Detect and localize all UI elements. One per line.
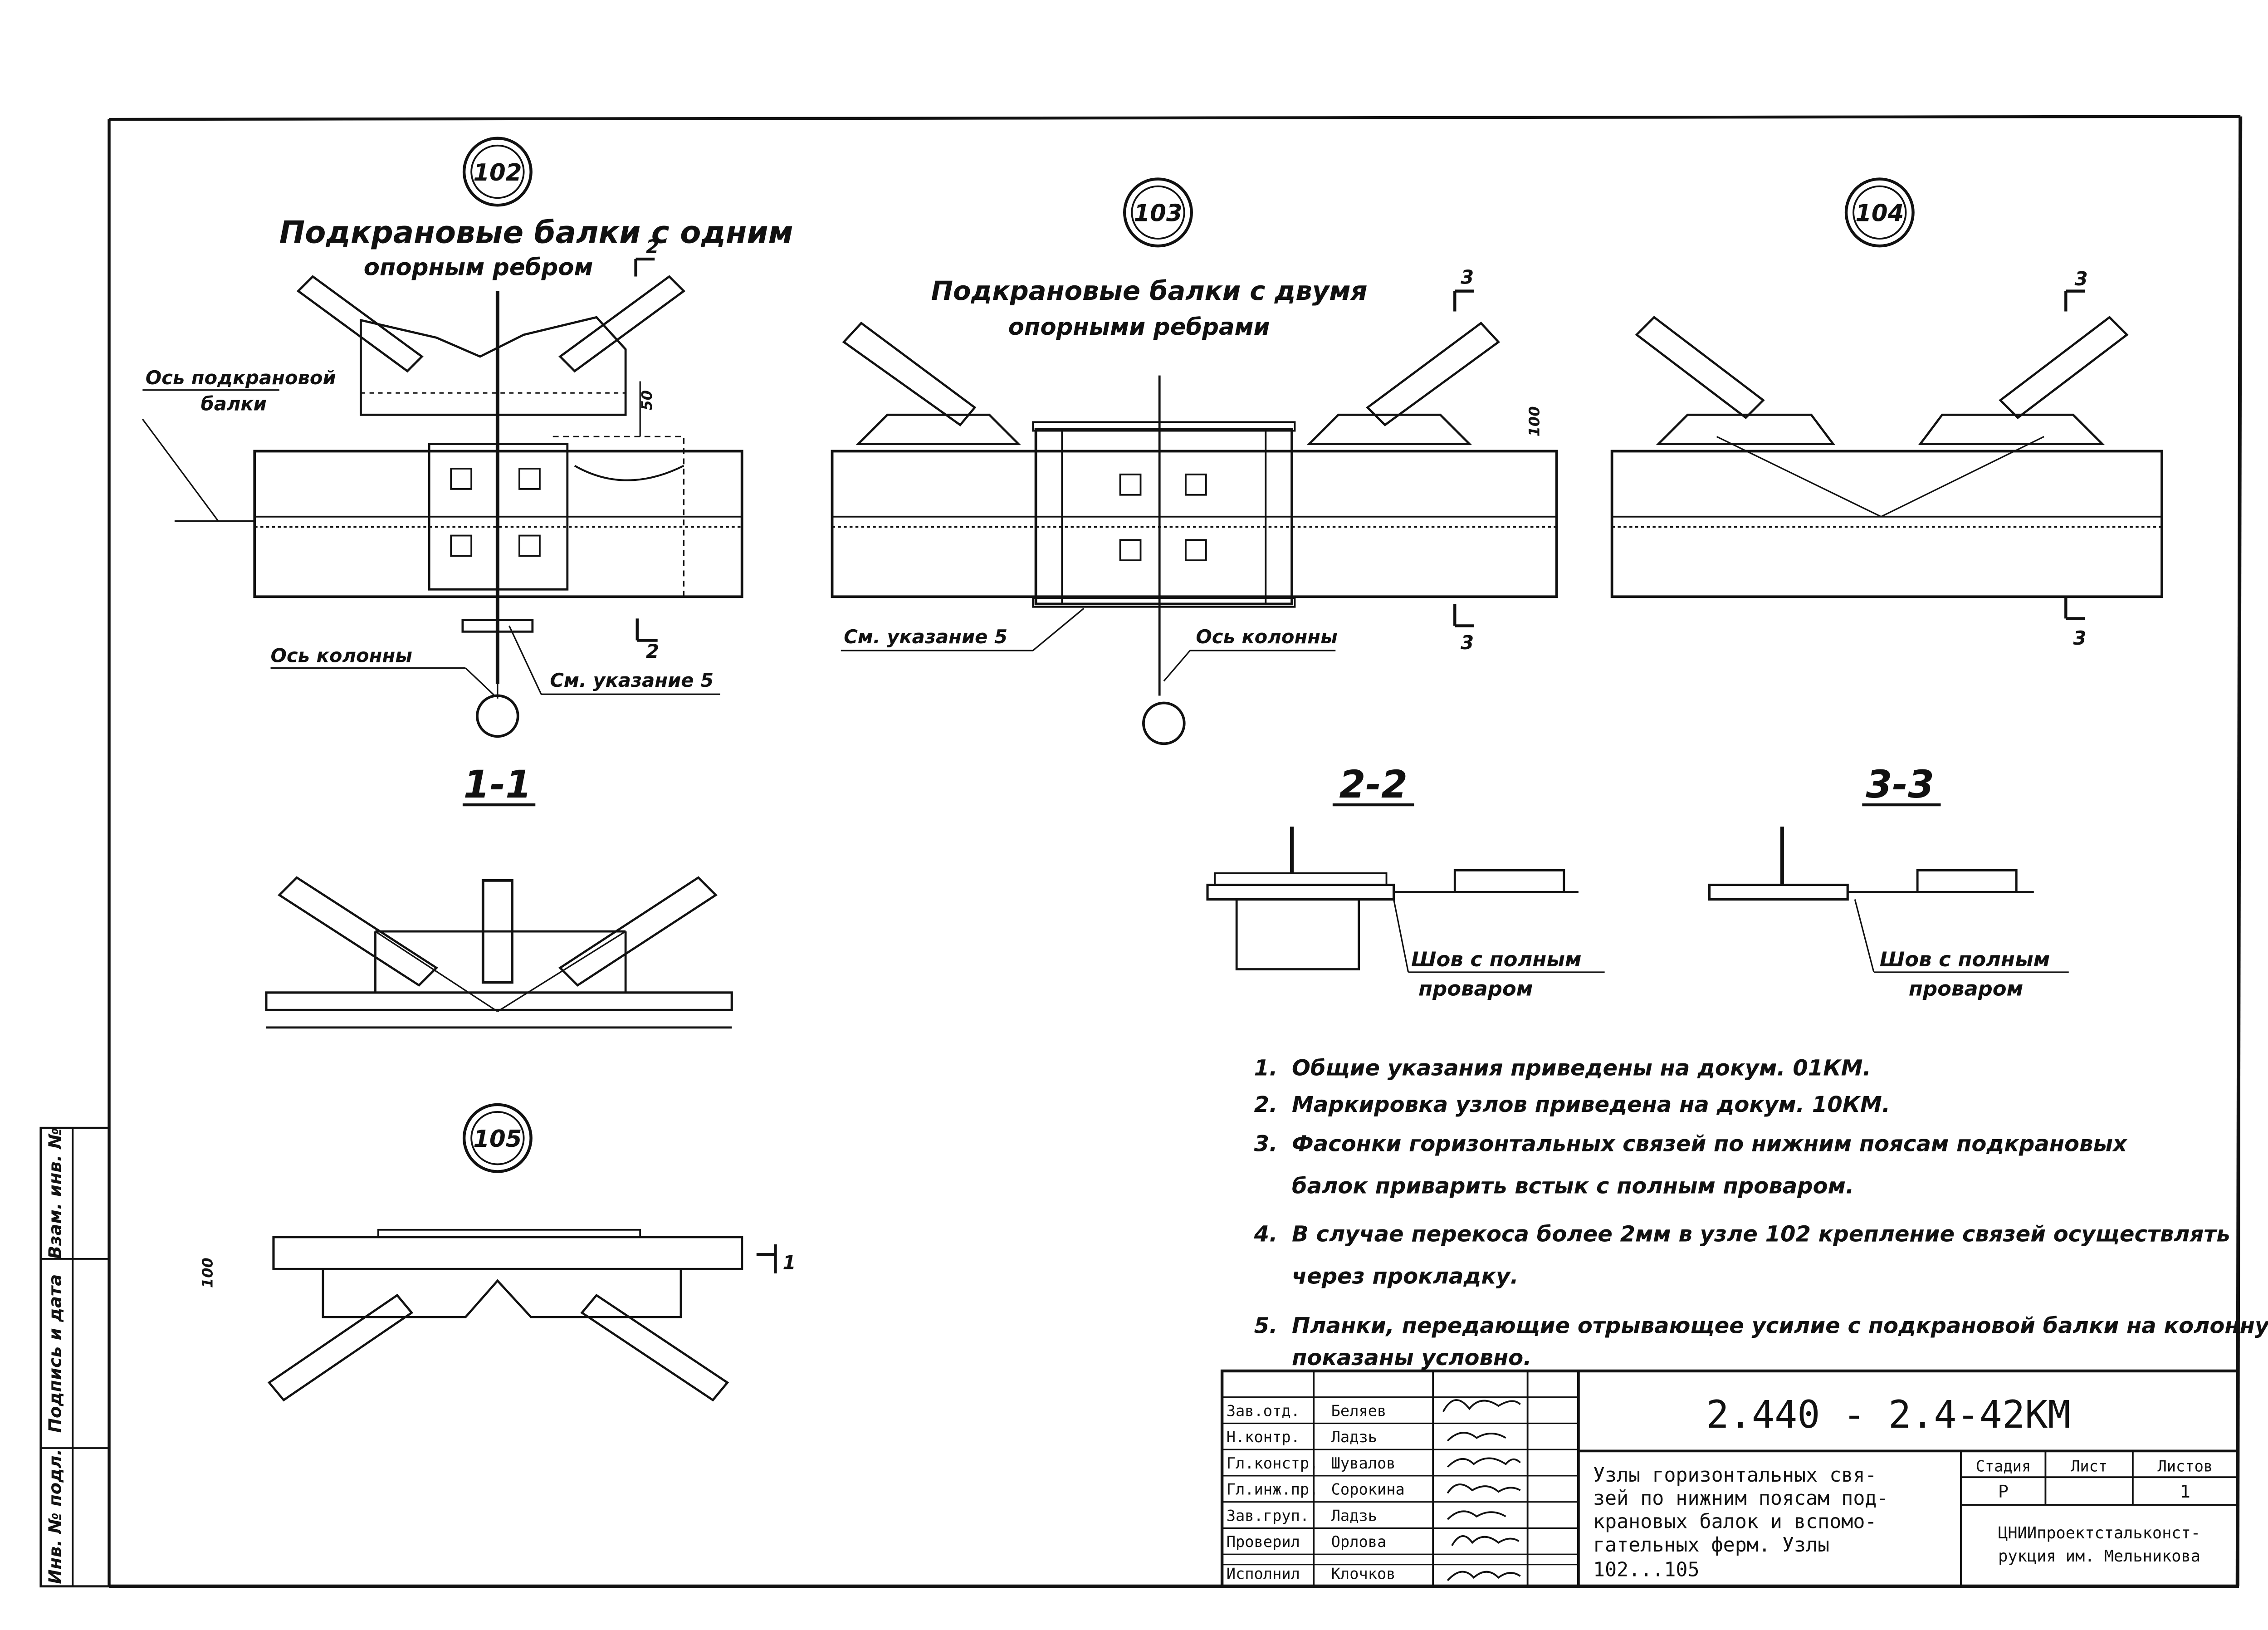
note-2-num: 2. bbox=[1254, 1092, 1278, 1117]
section-3-3-drawing: 3-3 Шов с полным проваром bbox=[1708, 763, 2069, 1000]
section-2-2-title: 2-2 bbox=[1339, 763, 1408, 807]
cut-1-label-105: 1 bbox=[783, 1251, 796, 1273]
see-note-102: См. указание 5 bbox=[550, 669, 714, 691]
section-2-2-drawing: 2-2 Шов с полным проваром bbox=[1206, 763, 1605, 1000]
general-notes: 1. Общие указания приведены на докум. 01… bbox=[1254, 1056, 2268, 1371]
signature-name-4: Сорокина bbox=[1331, 1481, 1405, 1498]
note-1-num: 1. bbox=[1254, 1056, 1278, 1081]
signature-name-5: Ладзь bbox=[1331, 1507, 1377, 1524]
signature-role-6: Проверил bbox=[1227, 1533, 1300, 1551]
note-5-text-line2: показаны условно. bbox=[1292, 1345, 1531, 1371]
note-3-text-line2: балок приварить встык с полным проваром. bbox=[1292, 1174, 1854, 1199]
note-3-text-line1: Фасонки горизонтальных связей по нижним … bbox=[1292, 1131, 2128, 1157]
weld-3-3-line1: Шов с полным bbox=[1880, 947, 2050, 971]
cut-3-bottom-label-103: 3 bbox=[1461, 631, 1474, 654]
signature-role-4: Гл.инж.пр. bbox=[1227, 1481, 1319, 1498]
note-5-num: 5. bbox=[1254, 1313, 1278, 1339]
weld-2-2-line1: Шов с полным bbox=[1411, 947, 1582, 971]
signature-name-3: Шувалов bbox=[1331, 1454, 1396, 1472]
drawing-title-line5: 102...105 bbox=[1593, 1558, 1700, 1581]
section-1-1-title: 1-1 bbox=[464, 763, 532, 807]
stage-value: Р bbox=[1998, 1482, 2009, 1502]
signature-role-1: Зав.отд. bbox=[1227, 1402, 1300, 1420]
node-102-title: Подкрановые балки с одним bbox=[279, 215, 793, 250]
node-103-label: 103 bbox=[1134, 200, 1182, 227]
drawing-title-line2: зей по нижним поясам под- bbox=[1593, 1487, 1889, 1510]
drawing-title-line3: крановых балок и вспомо- bbox=[1593, 1510, 1877, 1533]
node-105-label: 105 bbox=[473, 1126, 522, 1153]
signature-role-5: Зав.груп. bbox=[1227, 1507, 1309, 1524]
organization-line1: ЦНИИпроектстальконст- bbox=[1998, 1524, 2200, 1542]
beam-axis-label-2: балки bbox=[201, 393, 267, 415]
note-1-text: Общие указания приведены на докум. 01КМ. bbox=[1292, 1056, 1871, 1081]
note-4-text-line1: В случае перекоса более 2мм в узле 102 к… bbox=[1292, 1221, 2230, 1247]
cut-3-top-label-103: 3 bbox=[1461, 266, 1474, 289]
title-block: Зав.отд. Беляев Н.контр. Ладзь Гл.констр… bbox=[1220, 1369, 2239, 1588]
cut-3-bottom-label-104: 3 bbox=[2073, 627, 2086, 649]
note-3-num: 3. bbox=[1254, 1131, 1278, 1157]
side-stamp: Взам. инв. № Подпись и дата Инв. № подл. bbox=[39, 1126, 110, 1588]
handwritten-signatures bbox=[1442, 1399, 1521, 1581]
drawing-title-line1: Узлы горизонтальных свя- bbox=[1593, 1464, 1877, 1487]
weld-3-3-line2: проваром bbox=[1909, 976, 2023, 1000]
drawing-title-line4: гательных ферм. Узлы bbox=[1593, 1534, 1829, 1557]
note-4-num: 4. bbox=[1254, 1221, 1278, 1247]
note-2-text: Маркировка узлов приведена на докум. 10К… bbox=[1292, 1092, 1890, 1117]
node-103-drawing: 103 Подкрановые балки с двумя опорными р… bbox=[831, 177, 1558, 745]
weld-2-2-line2: проваром bbox=[1418, 976, 1533, 1000]
note-5-text-line1: Планки, передающие отрывающее усилие с п… bbox=[1292, 1313, 2268, 1339]
sheets-value: 1 bbox=[2180, 1482, 2190, 1502]
beam-axis-label-1: Ось подкрановой bbox=[146, 367, 336, 389]
sheets-header: Листов bbox=[2158, 1457, 2213, 1475]
section-1-1-drawing: 1-1 bbox=[265, 763, 733, 1029]
signature-name-1: Беляев bbox=[1331, 1402, 1387, 1420]
stage-header: Стадия bbox=[1976, 1457, 2031, 1475]
signature-name-6: Орлова bbox=[1331, 1533, 1387, 1551]
cut-3-top-label-104: 3 bbox=[2075, 268, 2088, 290]
note-4-text-line2: через прокладку. bbox=[1292, 1263, 1519, 1289]
node-104-label: 104 bbox=[1855, 200, 1904, 227]
node-105-drawing: 105 100 1 bbox=[199, 1103, 796, 1402]
node-103-subtitle: опорными ребрами bbox=[1008, 313, 1270, 341]
node-102-label: 102 bbox=[473, 159, 522, 186]
column-axis-label-102: Ось колонны bbox=[271, 645, 412, 667]
signature-role-2: Н.контр. bbox=[1227, 1428, 1300, 1446]
side-stamp-inv: Инв. № подл. bbox=[45, 1449, 66, 1584]
signature-name-7: Клочков bbox=[1331, 1565, 1396, 1583]
column-axis-label-103: Ось колонны bbox=[1196, 626, 1337, 648]
cut-2-bottom-label: 2 bbox=[646, 640, 659, 662]
sheet-header: Лист bbox=[2071, 1457, 2107, 1475]
node-105-dim: 100 bbox=[199, 1258, 216, 1288]
section-3-3-title: 3-3 bbox=[1866, 763, 1934, 807]
side-stamp-replace: Взам. инв. № bbox=[45, 1128, 66, 1259]
node-103-dim: 100 bbox=[1525, 406, 1543, 436]
node-104-drawing: 104 3 3 bbox=[1610, 177, 2163, 649]
signature-role-7: Исполнил bbox=[1227, 1565, 1300, 1583]
document-code: 2.440 - 2.4-42КМ bbox=[1706, 1393, 2071, 1437]
signature-role-3: Гл.констр. bbox=[1227, 1454, 1319, 1472]
node-103-title: Подкрановые балки с двумя bbox=[931, 275, 1368, 306]
side-stamp-sign: Подпись и дата bbox=[45, 1274, 66, 1433]
see-note-103: См. указание 5 bbox=[844, 626, 1007, 648]
cut-2-top-label: 2 bbox=[646, 235, 659, 258]
node-102-drawing: 102 Подкрановые балки с одним опорным ре… bbox=[142, 137, 793, 738]
signature-name-2: Ладзь bbox=[1331, 1428, 1377, 1446]
organization-line2: рукция им. Мельникова bbox=[1998, 1547, 2200, 1566]
node-102-subtitle: опорным ребром bbox=[364, 254, 593, 281]
node-102-dim: 50 bbox=[638, 390, 655, 411]
